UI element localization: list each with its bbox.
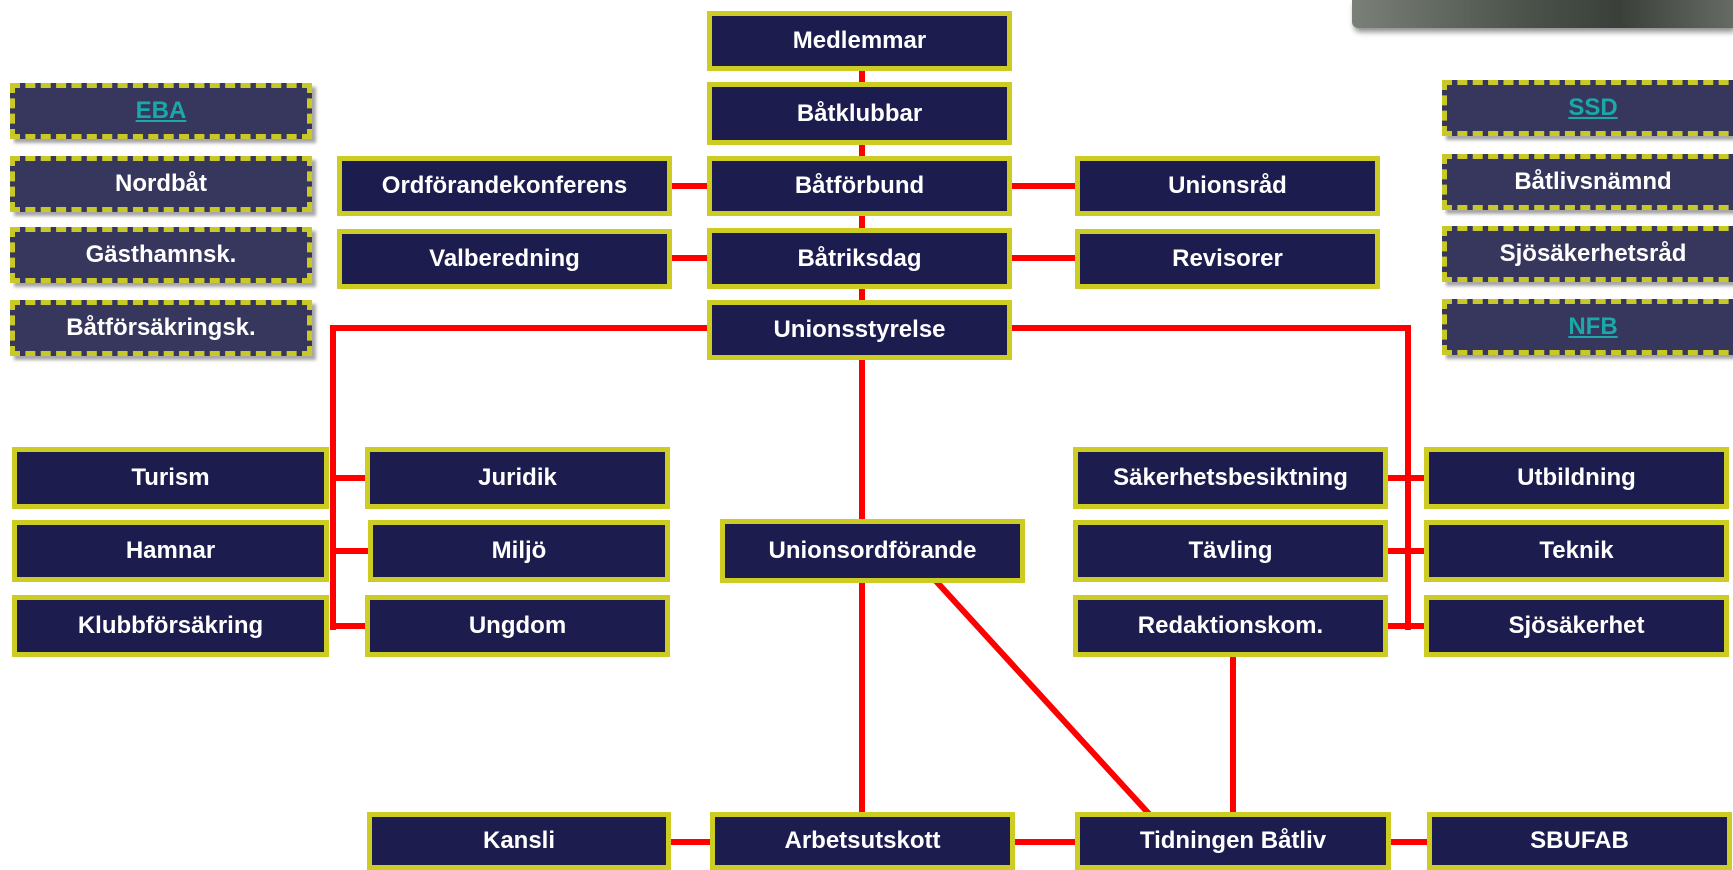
box-nordbat: Nordbåt	[10, 156, 312, 212]
box-ssd: SSD	[1442, 80, 1733, 136]
box-kansli: Kansli	[367, 812, 671, 870]
box-miljo: Miljö	[368, 520, 670, 582]
box-klubbforsakring: Klubbförsäkring	[12, 595, 329, 657]
box-unionsrad: Unionsråd	[1075, 156, 1380, 216]
batforbund-label: Båtförbund	[794, 172, 925, 199]
unionsstyrelse-label: Unionsstyrelse	[773, 316, 946, 343]
box-batriksdag: Båtriksdag	[707, 228, 1012, 289]
kansli-label: Kansli	[482, 827, 556, 854]
box-juridik: Juridik	[365, 447, 670, 509]
box-teknik: Teknik	[1424, 520, 1729, 582]
box-batlivsnamnd: Båtlivsnämnd	[1442, 154, 1733, 210]
juridik-label: Juridik	[478, 464, 557, 491]
batklubbar-label: Båtklubbar	[796, 99, 923, 127]
box-eba: EBA	[10, 83, 312, 139]
box-sakerhetsbesiktning: Säkerhetsbesiktning	[1073, 447, 1388, 509]
box-nfb: NFB	[1442, 299, 1733, 355]
valberedning-label: Valberedning	[429, 245, 580, 272]
batforsakringsk-label: Båtförsäkringsk.	[66, 314, 256, 341]
box-batforbund: Båtförbund	[707, 156, 1012, 216]
connector-left-branch	[330, 325, 710, 630]
sbufab-label: SBUFAB	[1530, 827, 1629, 854]
sjosakerhet-label: Sjösäkerhet	[1508, 612, 1645, 639]
batlivsnamnd-label: Båtlivsnämnd	[1514, 168, 1672, 195]
box-batklubbar: Båtklubbar	[707, 82, 1012, 145]
box-valberedning: Valberedning	[337, 229, 672, 289]
box-turism: Turism	[12, 447, 329, 509]
photo-thumbnail	[1352, 0, 1733, 28]
box-ungdom: Ungdom	[365, 595, 670, 657]
tavling-label: Tävling	[1188, 537, 1273, 564]
connector-unionsordforande-tidningen	[932, 577, 1153, 818]
miljo-label: Miljö	[491, 537, 547, 564]
tidningen-batliv-label: Tidningen Båtliv	[1139, 827, 1327, 854]
box-ordforandekonferens: Ordförandekonferens	[337, 156, 672, 216]
hamnar-label: Hamnar	[125, 537, 216, 564]
teknik-label: Teknik	[1539, 537, 1614, 564]
eba-link[interactable]: EBA	[135, 97, 187, 124]
box-tidningen-batliv: Tidningen Båtliv	[1075, 812, 1391, 870]
box-medlemmar: Medlemmar	[707, 11, 1012, 71]
box-sjosakerhetsrad: Sjösäkerhetsråd	[1442, 226, 1733, 282]
box-sjosakerhet: Sjösäkerhet	[1424, 595, 1729, 657]
box-revisorer: Revisorer	[1075, 229, 1380, 289]
unionsrad-label: Unionsråd	[1168, 172, 1287, 199]
nordbat-label: Nordbåt	[115, 170, 207, 197]
batriksdag-label: Båtriksdag	[797, 244, 922, 272]
ordforandekonferens-label: Ordförandekonferens	[381, 172, 628, 199]
box-redaktionskom: Redaktionskom.	[1073, 595, 1388, 657]
ssd-link[interactable]: SSD	[1568, 94, 1618, 121]
box-arbetsutskott: Arbetsutskott	[710, 812, 1015, 870]
revisorer-label: Revisorer	[1172, 245, 1283, 272]
box-unionsordforande: Unionsordförande	[720, 519, 1025, 583]
box-gasthamnsk: Gästhamnsk.	[10, 227, 312, 283]
ungdom-label: Ungdom	[468, 612, 567, 639]
unionsordforande-label: Unionsordförande	[768, 537, 977, 564]
turism-label: Turism	[131, 464, 210, 491]
box-utbildning: Utbildning	[1424, 447, 1729, 509]
box-batforsakringsk: Båtförsäkringsk.	[10, 300, 312, 356]
connector-right-branch	[1010, 325, 1411, 630]
klubbforsakring-label: Klubbförsäkring	[77, 612, 264, 639]
nfb-link[interactable]: NFB	[1568, 313, 1618, 340]
utbildning-label: Utbildning	[1517, 464, 1636, 491]
sjosakerhetsrad-label: Sjösäkerhetsråd	[1499, 240, 1687, 267]
arbetsutskott-label: Arbetsutskott	[784, 827, 941, 854]
box-hamnar: Hamnar	[12, 520, 329, 582]
sakerhetsbesiktning-label: Säkerhetsbesiktning	[1113, 464, 1348, 491]
box-unionsstyrelse: Unionsstyrelse	[707, 300, 1012, 360]
gasthamnsk-label: Gästhamnsk.	[85, 241, 237, 268]
box-tavling: Tävling	[1073, 520, 1388, 582]
medlemmar-label: Medlemmar	[792, 27, 927, 54]
redaktionskom-label: Redaktionskom.	[1137, 612, 1324, 639]
box-sbufab: SBUFAB	[1427, 812, 1732, 870]
